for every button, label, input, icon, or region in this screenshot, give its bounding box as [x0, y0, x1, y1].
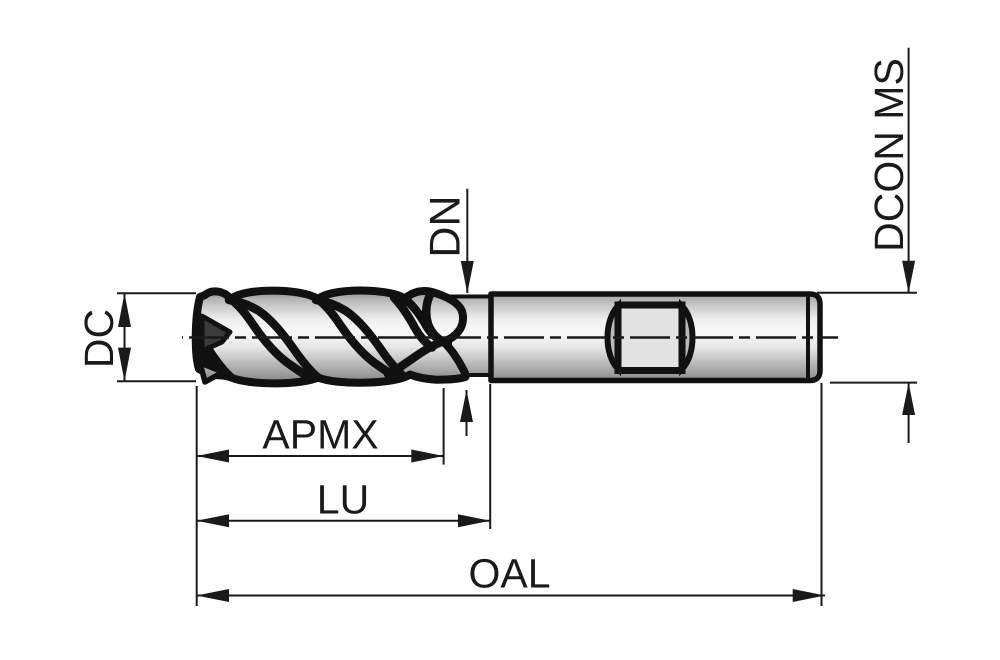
- svg-text:LU: LU: [317, 476, 369, 522]
- svg-text:APMX: APMX: [262, 412, 378, 458]
- svg-text:DCON MS: DCON MS: [866, 58, 912, 252]
- svg-text:DC: DC: [76, 309, 122, 368]
- svg-text:OAL: OAL: [468, 551, 550, 597]
- svg-text:DN: DN: [421, 195, 469, 257]
